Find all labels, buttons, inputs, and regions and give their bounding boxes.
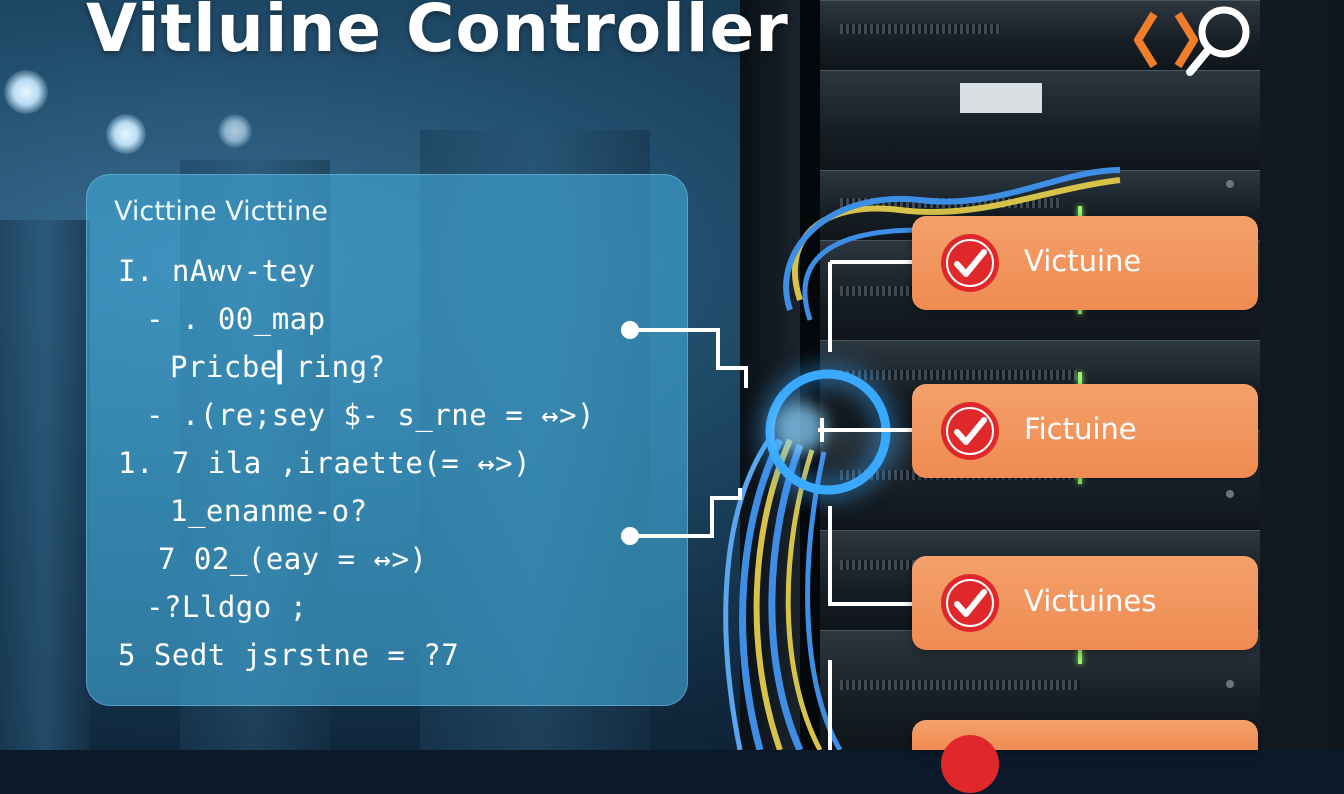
badge-label: Fictuine bbox=[1024, 412, 1137, 446]
status-badge-victuines: Victuines bbox=[912, 556, 1258, 650]
code-line: 7 02_(eay = ↔>) bbox=[158, 542, 428, 576]
network-cables bbox=[723, 167, 1121, 750]
check-icon bbox=[941, 402, 999, 460]
background-server-rack bbox=[0, 220, 90, 750]
ceiling-light bbox=[106, 114, 146, 154]
code-line: 1. 7 ila ,iraette(= ↔>) bbox=[118, 446, 532, 480]
code-search-icon bbox=[1134, 6, 1250, 76]
badge-label: Victuine bbox=[1024, 244, 1142, 278]
code-line: -?Lldgo ; bbox=[146, 590, 308, 624]
check-icon bbox=[941, 574, 999, 632]
code-line: 1_enanme-o? bbox=[170, 494, 368, 528]
rack-unit bbox=[820, 70, 1260, 171]
ceiling-light bbox=[4, 70, 48, 114]
page-title: Vitluine Controller bbox=[86, 0, 789, 67]
connector-lines bbox=[621, 260, 912, 750]
status-badge-partial bbox=[912, 720, 1258, 793]
code-line: Pricbe▎ring? bbox=[170, 350, 386, 384]
rack-vent bbox=[840, 24, 1000, 34]
status-led bbox=[1078, 372, 1082, 386]
rack-vent bbox=[840, 370, 1080, 380]
rack-screw bbox=[1226, 490, 1234, 498]
code-line: I. nAwv-tey bbox=[118, 254, 316, 288]
check-icon bbox=[941, 735, 999, 793]
rack-vent bbox=[840, 680, 1080, 690]
status-badge-victuine: Victuine bbox=[912, 216, 1258, 310]
rack-screw bbox=[1226, 180, 1234, 188]
code-panel bbox=[86, 174, 688, 706]
status-led bbox=[1078, 206, 1082, 220]
code-line: - . 00_map bbox=[146, 302, 326, 336]
badge-label: Victuines bbox=[1024, 584, 1157, 618]
status-badge-fictuine: Fictuine bbox=[912, 384, 1258, 478]
rack-screw bbox=[1226, 680, 1234, 688]
status-led bbox=[1078, 650, 1082, 664]
code-panel-title: Victtine Victtine bbox=[114, 196, 328, 227]
rack-label-plate bbox=[960, 83, 1042, 113]
ceiling-light bbox=[218, 114, 252, 148]
code-line: 5 Sedt jsrstne = ?7 bbox=[118, 638, 460, 672]
code-line: - .(re;sey $- s_rne = ↔>) bbox=[146, 398, 595, 432]
check-icon bbox=[941, 234, 999, 292]
